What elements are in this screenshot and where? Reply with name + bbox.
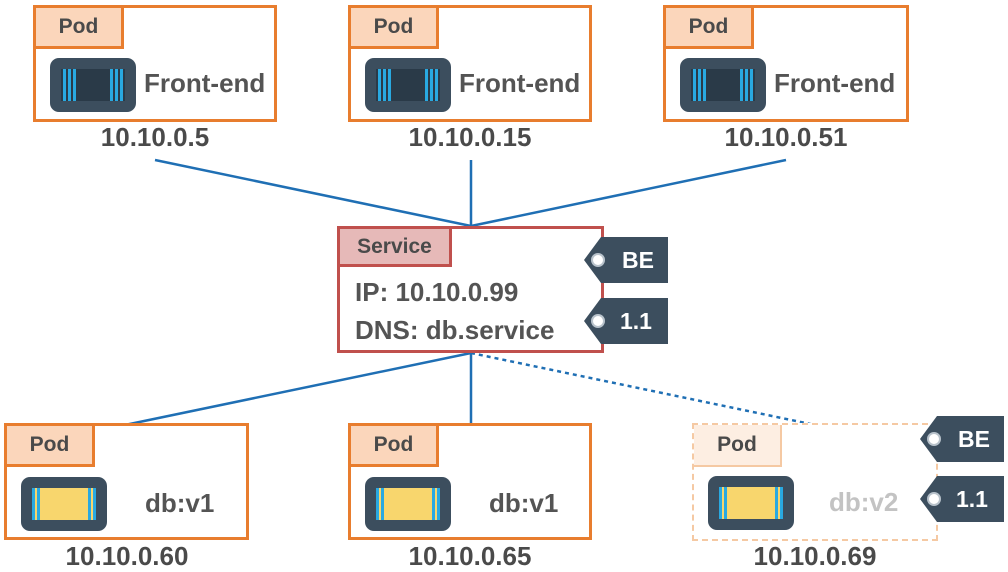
tag-label: BE [958, 426, 990, 452]
db-container-icon [708, 476, 794, 530]
tag-label: 1.1 [620, 308, 652, 334]
pod-ip: 10.10.0.69 [753, 541, 877, 571]
tag-icon [584, 298, 668, 344]
db-container-icon [21, 477, 107, 531]
db-pod-3: Pod db:v2 [692, 423, 938, 541]
link-frontend-1 [154, 158, 472, 228]
service-tag-be: BE [584, 237, 668, 283]
pod-name: Front-end [144, 68, 266, 98]
pod-name: Front-end [774, 68, 896, 98]
service-tag-version: 1.1 [584, 298, 668, 344]
pod-label: Pod [694, 425, 782, 467]
pod-ip: 10.10.0.65 [408, 541, 532, 571]
link-frontend-3 [470, 158, 787, 228]
db-pod-1: Pod db:v1 [4, 423, 249, 540]
pod-label: Pod [666, 8, 754, 49]
frontend-pod-1: Pod Front-end [33, 5, 277, 122]
tag-icon [584, 237, 668, 283]
pod-label: Pod [351, 426, 439, 467]
frontend-container-icon [365, 58, 451, 112]
frontend-pod-3: Pod Front-end [663, 5, 909, 122]
db-container-icon [365, 477, 451, 531]
service-ip: IP: 10.10.0.99 [355, 277, 519, 307]
pod-tag-version: 1.1 [920, 476, 1004, 522]
frontend-container-icon [680, 58, 766, 112]
pod-name: Front-end [459, 68, 581, 98]
link-db-3-dotted [470, 351, 816, 427]
link-db-1 [124, 351, 472, 427]
pod-label: Pod [351, 8, 439, 49]
service-dns: DNS: db.service [355, 315, 555, 345]
pod-label: Pod [7, 426, 95, 467]
pod-ip: 10.10.0.5 [100, 122, 210, 152]
service-box: Service IP: 10.10.0.99 DNS: db.service [337, 226, 604, 353]
pod-ip: 10.10.0.60 [65, 541, 189, 571]
pod-name: db:v1 [145, 488, 215, 518]
pod-label: Pod [36, 8, 124, 49]
pod-tag-be: BE [920, 416, 1004, 462]
frontend-container-icon [50, 58, 136, 112]
frontend-pod-2: Pod Front-end [348, 5, 592, 122]
service-label: Service [340, 229, 452, 267]
db-pod-2: Pod db:v1 [348, 423, 592, 540]
pod-name: db:v2 [829, 487, 899, 517]
pod-ip: 10.10.0.15 [408, 122, 532, 152]
pod-ip: 10.10.0.51 [724, 122, 848, 152]
tag-icon [920, 416, 1004, 462]
pod-name: db:v1 [489, 488, 559, 518]
tag-label: BE [622, 247, 654, 273]
tag-label: 1.1 [956, 486, 988, 512]
tag-icon [920, 476, 1004, 522]
